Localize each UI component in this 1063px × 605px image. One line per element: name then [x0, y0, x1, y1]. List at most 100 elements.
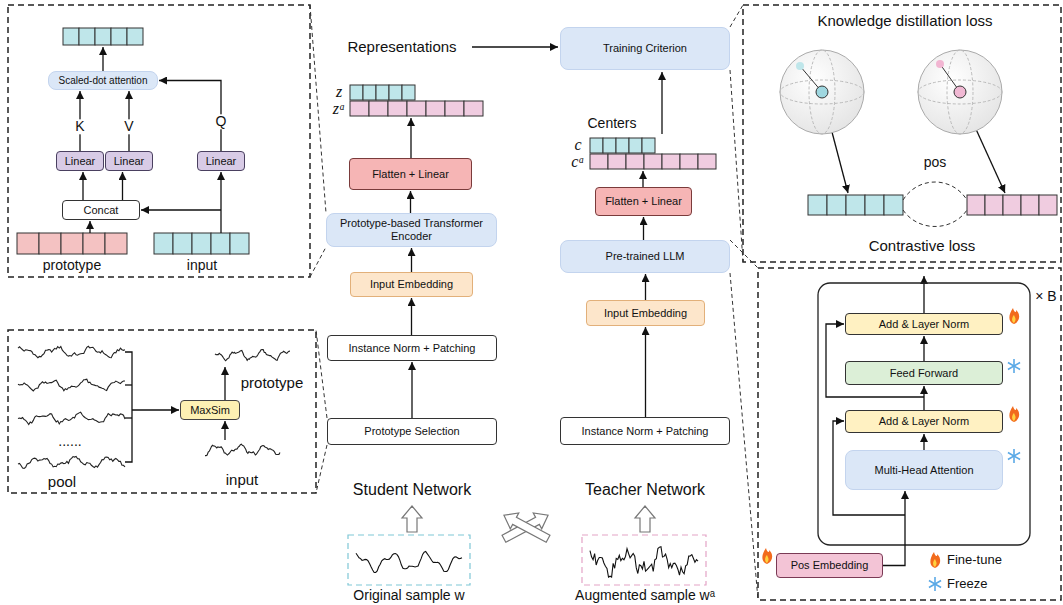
drawing-rect	[79, 28, 95, 45]
drawing-rect	[985, 195, 1003, 215]
label: Centers	[587, 116, 636, 131]
selection-inset	[8, 330, 316, 493]
box-text: Add & Layer Norm	[879, 415, 969, 428]
label: pos	[924, 155, 947, 170]
drawing-line	[316, 445, 327, 493]
box-text: Input Embedding	[370, 278, 453, 291]
drawing-polyline	[125, 352, 132, 462]
drawing-rect	[680, 154, 698, 169]
sample-frame	[582, 535, 706, 585]
drawing-rect	[192, 233, 211, 254]
sample-frame	[348, 535, 470, 585]
box-text: Training Criterion	[603, 42, 687, 55]
drawing-line	[472, 46, 558, 47]
drawing-rect	[1021, 195, 1039, 215]
drawing-path	[1009, 406, 1019, 422]
arrow-connector	[411, 362, 412, 418]
edge-label: V	[122, 119, 135, 134]
drawing-rect	[846, 195, 865, 215]
drawing-rect	[445, 101, 464, 116]
drawing-path	[933, 559, 936, 567]
drawing-path	[1009, 308, 1019, 324]
drawing-path	[930, 552, 940, 568]
label: Teacher Network	[585, 481, 705, 499]
label: Representations	[347, 39, 456, 56]
process-box: Training Criterion	[560, 27, 730, 70]
box-text: Linear	[206, 155, 237, 168]
process-box: Input Embedding	[586, 300, 705, 326]
drawing-path	[500, 507, 553, 546]
drawing-line	[224, 367, 225, 400]
arrows	[90, 47, 1005, 515]
drawing-line	[929, 581, 941, 588]
box-text: Linear	[65, 155, 96, 168]
drawing-circle	[954, 86, 966, 98]
drawing-line	[661, 72, 662, 134]
label: c	[574, 136, 581, 154]
drawing-path	[903, 182, 967, 200]
drawing-rect	[127, 28, 143, 45]
box-text: Pre-trained LLM	[606, 250, 685, 263]
drawing-rect	[95, 28, 111, 45]
drawing-ellipse	[947, 50, 973, 134]
loss-inset	[743, 5, 1061, 262]
process-box: Multi-Head Attention	[845, 450, 1003, 490]
drawing-line	[310, 247, 326, 277]
drawing-line	[1008, 453, 1020, 460]
drawing-path	[903, 210, 967, 227]
drawing-rect	[17, 233, 39, 254]
waveform	[205, 444, 280, 455]
waveform	[18, 457, 125, 469]
pos-arc	[903, 182, 967, 227]
drawing-rect	[105, 233, 127, 254]
process-box: Linear	[105, 151, 153, 171]
drawing-circle	[936, 60, 944, 68]
arrow-connector	[883, 491, 905, 566]
process-box: Add & Layer Norm	[845, 313, 1003, 335]
drawing-rect	[644, 154, 662, 169]
label: Original sample w	[353, 588, 464, 603]
drawing-rect	[388, 101, 407, 116]
label: Student Network	[353, 481, 471, 499]
strips	[17, 28, 1057, 254]
label: Augmented sample wᵃ	[575, 588, 715, 603]
drawing-rect	[616, 138, 629, 153]
drawing-rect	[389, 85, 402, 100]
icons	[762, 308, 1020, 591]
drawing-line	[1008, 453, 1020, 460]
legend-text: Fine-tune	[947, 553, 1002, 567]
drawing-rect	[369, 101, 388, 116]
drawing-rect	[402, 85, 415, 100]
process-box: Concat	[62, 200, 140, 220]
snowflake-icon	[929, 577, 941, 591]
box-text: Prototype Selection	[364, 425, 459, 438]
drawing-rect	[698, 154, 716, 169]
repeat-block	[818, 283, 1030, 545]
label: z	[336, 83, 342, 101]
box-text: Input Embedding	[604, 307, 687, 320]
drawing-rect	[642, 138, 655, 153]
label: pool	[48, 474, 76, 491]
process-box: Prototype Selection	[327, 418, 497, 445]
drawing-rect	[608, 154, 626, 169]
drawing-rect	[350, 101, 369, 116]
waveform	[18, 412, 125, 424]
drawing-rect	[211, 233, 230, 254]
drawing-rect	[63, 28, 79, 45]
arrow-connector	[82, 172, 83, 200]
waveform	[18, 379, 125, 391]
box-text: Prototype-based Transformer Encoder	[332, 217, 491, 242]
label: ......	[58, 434, 81, 449]
process-box: Flatten + Linear	[595, 187, 692, 216]
drawing-rect	[154, 233, 173, 254]
process-box: Scaled-dot attention	[48, 71, 158, 90]
drawing-line	[125, 384, 132, 385]
snowflake-icon	[1008, 359, 1020, 373]
arrow-connector	[645, 327, 646, 417]
box-text: MaxSim	[190, 404, 230, 417]
arrow-connector	[643, 217, 644, 240]
drawing-path	[1012, 315, 1015, 323]
spheres	[780, 50, 1002, 134]
drawing-line	[125, 417, 132, 418]
